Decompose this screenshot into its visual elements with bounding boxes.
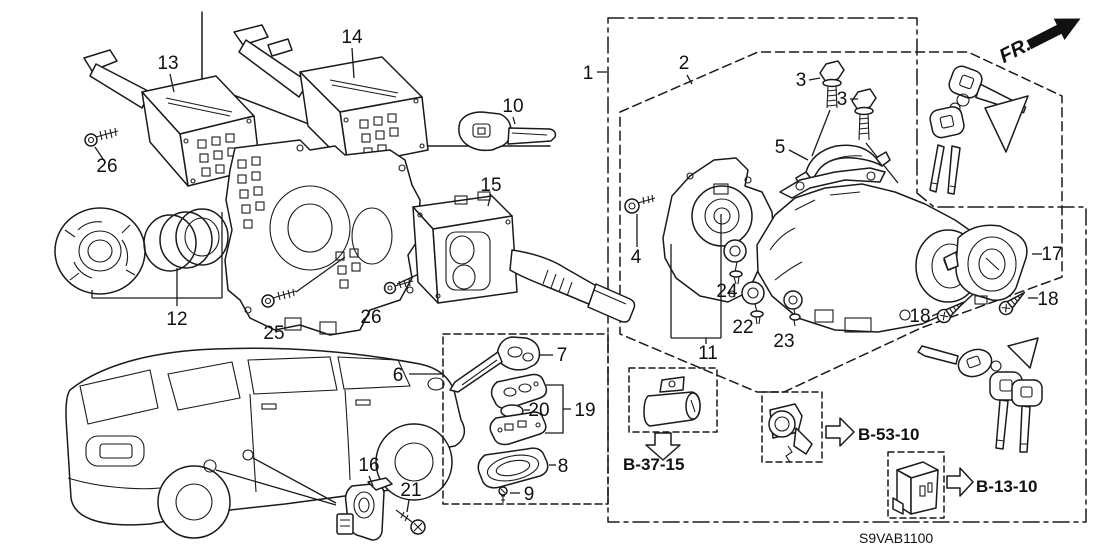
callout-22[interactable]: 22: [732, 317, 753, 338]
leader-26-left: [94, 146, 106, 163]
arrow-right-icon: [946, 467, 974, 497]
ref-label-b-13-10[interactable]: B-13-10: [976, 477, 1037, 496]
leader-2: [686, 74, 693, 85]
diagram-code: S9VAB1100: [859, 530, 933, 546]
section-divider-line: [201, 11, 551, 147]
callout-7[interactable]: 7: [557, 345, 568, 366]
callout-9[interactable]: 9: [524, 484, 535, 505]
leader-15: [487, 193, 492, 207]
part-19-transmitter-upper: [490, 373, 548, 410]
leader-10: [512, 116, 516, 125]
part-8-back-cover: [477, 447, 549, 489]
callout-23[interactable]: 23: [773, 331, 794, 352]
callout-5[interactable]: 5: [775, 137, 786, 158]
fr-direction-arrow: FR.: [996, 18, 1081, 68]
part-7-key-with-transmitter: [449, 336, 541, 393]
bracket-19: [545, 384, 571, 434]
clip-22: [741, 281, 765, 325]
part-17-immobilizer-ring: [943, 224, 1028, 305]
callout-19[interactable]: 19: [574, 400, 595, 421]
arrow-icon: [1026, 18, 1081, 50]
part-16-cylinder-switch: [336, 477, 393, 541]
clip-24: [723, 239, 747, 285]
ref-b-37-15: [628, 367, 718, 461]
part-10-key: [458, 111, 557, 152]
bolt-3-right: [851, 88, 899, 184]
part-12-cable-reel: [54, 207, 229, 306]
group-box-1: [607, 17, 1087, 523]
callout-17[interactable]: 17: [1041, 244, 1062, 265]
arrow-right-icon: [825, 417, 855, 447]
callout-3-left[interactable]: 3: [796, 70, 807, 91]
part-19-transmitter-lower: [489, 411, 547, 446]
fr-label: FR.: [996, 34, 1035, 68]
vehicle-outline: [65, 347, 466, 539]
part-15-wiper-switch: [412, 191, 636, 323]
key-set-bottom: [917, 337, 1043, 453]
leader-3-left: [808, 77, 821, 81]
callout-16[interactable]: 16: [358, 455, 379, 476]
key-set-top: [929, 65, 1029, 195]
steering-column-bracket: [224, 139, 421, 336]
part-14-combination-switch: [233, 24, 429, 167]
screw-21: [395, 499, 426, 535]
arrow-down-icon: [645, 432, 681, 461]
callout-21[interactable]: 21: [400, 480, 421, 501]
callout-1[interactable]: 1: [583, 63, 594, 84]
ref-b-13-10: [887, 451, 974, 519]
screw-18-right: [998, 291, 1026, 316]
screw-9: [498, 486, 520, 503]
screw-18-left: [936, 301, 965, 324]
part-13-lighting-switch: [83, 49, 261, 187]
callout-15[interactable]: 15: [480, 175, 501, 196]
ref-label-b-53-10[interactable]: B-53-10: [858, 425, 919, 444]
callout-11[interactable]: 11: [698, 343, 718, 364]
callout-10[interactable]: 10: [502, 96, 523, 117]
callout-25[interactable]: 25: [263, 323, 284, 344]
callout-24[interactable]: 24: [716, 281, 738, 302]
screw-26-left: [84, 127, 119, 147]
callout-14[interactable]: 14: [341, 27, 363, 48]
leader-14: [351, 47, 355, 79]
part-6-transmitter-kit: [409, 333, 609, 505]
leader-16: [368, 475, 374, 487]
ref-label-b-37-15[interactable]: B-37-15: [623, 455, 684, 474]
leader-13: [169, 73, 175, 93]
callout-3-right[interactable]: 3: [837, 89, 848, 110]
clip-23: [783, 290, 803, 327]
callout-26-left[interactable]: 26: [96, 156, 117, 177]
callout-4[interactable]: 4: [631, 247, 642, 268]
callout-18-left[interactable]: 18: [909, 306, 930, 327]
screw-25: [261, 256, 346, 308]
callout-2[interactable]: 2: [679, 53, 690, 74]
callout-18-right[interactable]: 18: [1037, 289, 1058, 310]
ref-b-53-10: [761, 391, 855, 463]
callout-6[interactable]: 6: [393, 365, 404, 386]
bolt-3-left: [811, 60, 845, 157]
callout-8[interactable]: 8: [558, 456, 569, 477]
callout-26-center[interactable]: 26: [360, 307, 381, 328]
screw-4: [624, 194, 656, 247]
leader-18-left: [931, 312, 940, 317]
callout-20[interactable]: 20: [528, 400, 549, 421]
group-box-2: [619, 51, 1063, 393]
leader-5: [788, 149, 809, 161]
callout-13[interactable]: 13: [157, 53, 178, 74]
callout-12[interactable]: 12: [166, 309, 187, 330]
bracket-11: [670, 214, 722, 344]
